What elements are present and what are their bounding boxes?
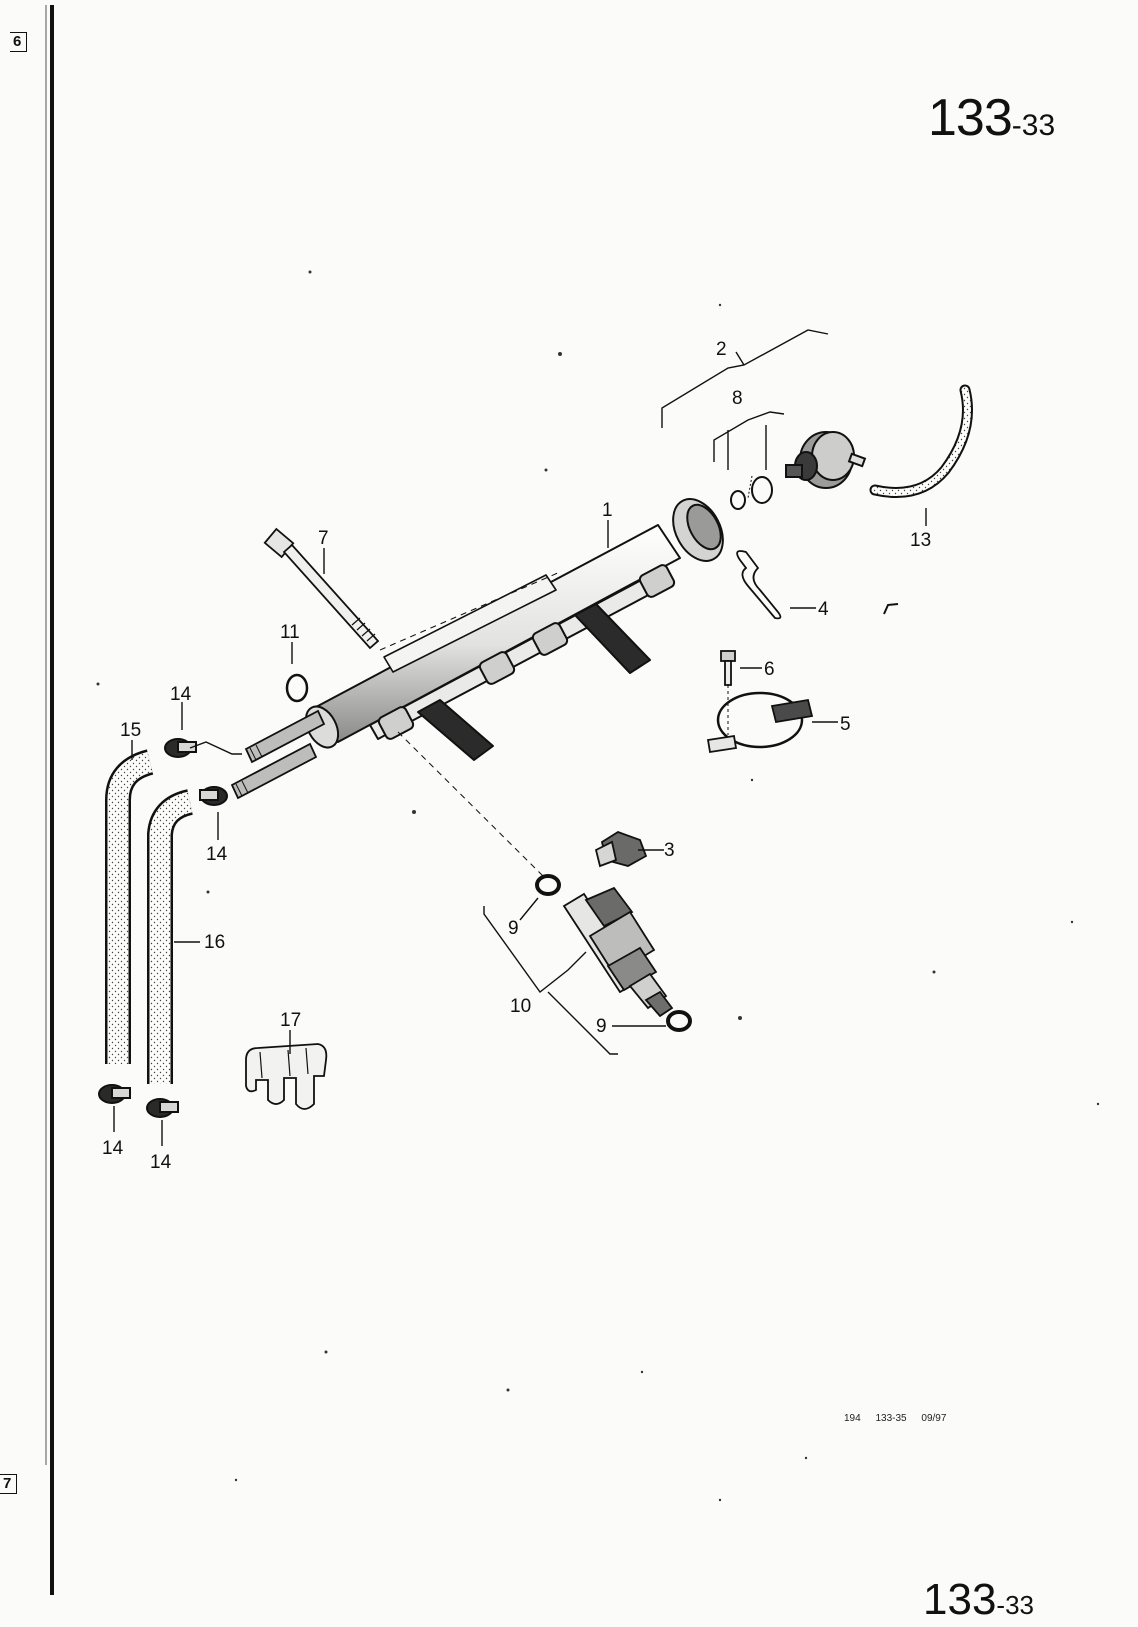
rail-outlet-nipples xyxy=(230,709,326,800)
alignment-lines xyxy=(379,571,561,879)
screw xyxy=(720,650,736,735)
callout-1: 1 xyxy=(602,500,613,521)
fuel-rail xyxy=(304,498,724,761)
page-title-main: 133 xyxy=(928,89,1013,147)
page-title: 133-33 xyxy=(928,88,1055,148)
callout-14c: 14 xyxy=(102,1138,124,1159)
leader-lines xyxy=(113,329,927,1146)
intake-tubes xyxy=(417,603,651,761)
callout-11: 11 xyxy=(280,622,300,643)
callout-17: 17 xyxy=(280,1010,301,1031)
vacuum-hose xyxy=(869,384,973,498)
scan-speckle xyxy=(96,270,1100,1502)
pressure-regulator xyxy=(785,431,867,489)
bracket xyxy=(706,691,814,754)
callout-4: 4 xyxy=(818,599,829,620)
callout-10: 10 xyxy=(510,996,531,1017)
callout-6: 6 xyxy=(764,659,775,680)
callout-9b: 9 xyxy=(596,1016,607,1037)
callout-14a: 14 xyxy=(170,684,192,705)
hose-clamp xyxy=(199,786,228,806)
callout-5: 5 xyxy=(840,714,851,735)
callout-16: 16 xyxy=(204,932,225,953)
callout-3: 3 xyxy=(664,840,675,861)
callout-14d: 14 xyxy=(150,1152,172,1173)
callout-14b: 14 xyxy=(206,844,228,865)
elbow-mark xyxy=(883,603,899,615)
bolt xyxy=(263,527,380,650)
injector-clip xyxy=(594,831,648,868)
next-page-title-main: 133 xyxy=(923,1575,997,1624)
next-page-title-sub: -33 xyxy=(996,1590,1034,1620)
hose-clamps xyxy=(98,738,228,1118)
fuel-injector xyxy=(562,886,674,1018)
o-rings xyxy=(730,475,773,510)
callout-9a: 9 xyxy=(508,918,519,939)
hose-16 xyxy=(147,789,194,1084)
callout-7: 7 xyxy=(318,528,329,549)
binding-line xyxy=(45,5,54,1595)
hose-15 xyxy=(105,749,154,1064)
retaining-clip xyxy=(736,550,782,620)
injector-seals xyxy=(535,874,692,1032)
page-title-sub: -33 xyxy=(1011,109,1056,142)
callout-numbers: 1 2 3 4 5 6 7 8 9 9 10 11 13 14 14 14 14… xyxy=(102,339,931,1173)
next-page-title-cropped: 133-33 xyxy=(923,1578,1034,1622)
injector-cups xyxy=(377,564,676,740)
hose-clamp xyxy=(98,1084,131,1104)
callout-13: 13 xyxy=(910,530,931,551)
margin-tab-top: 6 xyxy=(10,32,28,52)
page-reference: 194 133-35 09/97 xyxy=(844,1413,947,1424)
washer-11 xyxy=(285,673,309,703)
hose-clamp xyxy=(146,1098,179,1118)
callout-15: 15 xyxy=(120,720,141,741)
hose-holder xyxy=(245,1043,328,1110)
callout-2: 2 xyxy=(716,339,727,360)
callout-8: 8 xyxy=(732,388,743,409)
margin-tab-bottom: 7 xyxy=(0,1474,18,1494)
